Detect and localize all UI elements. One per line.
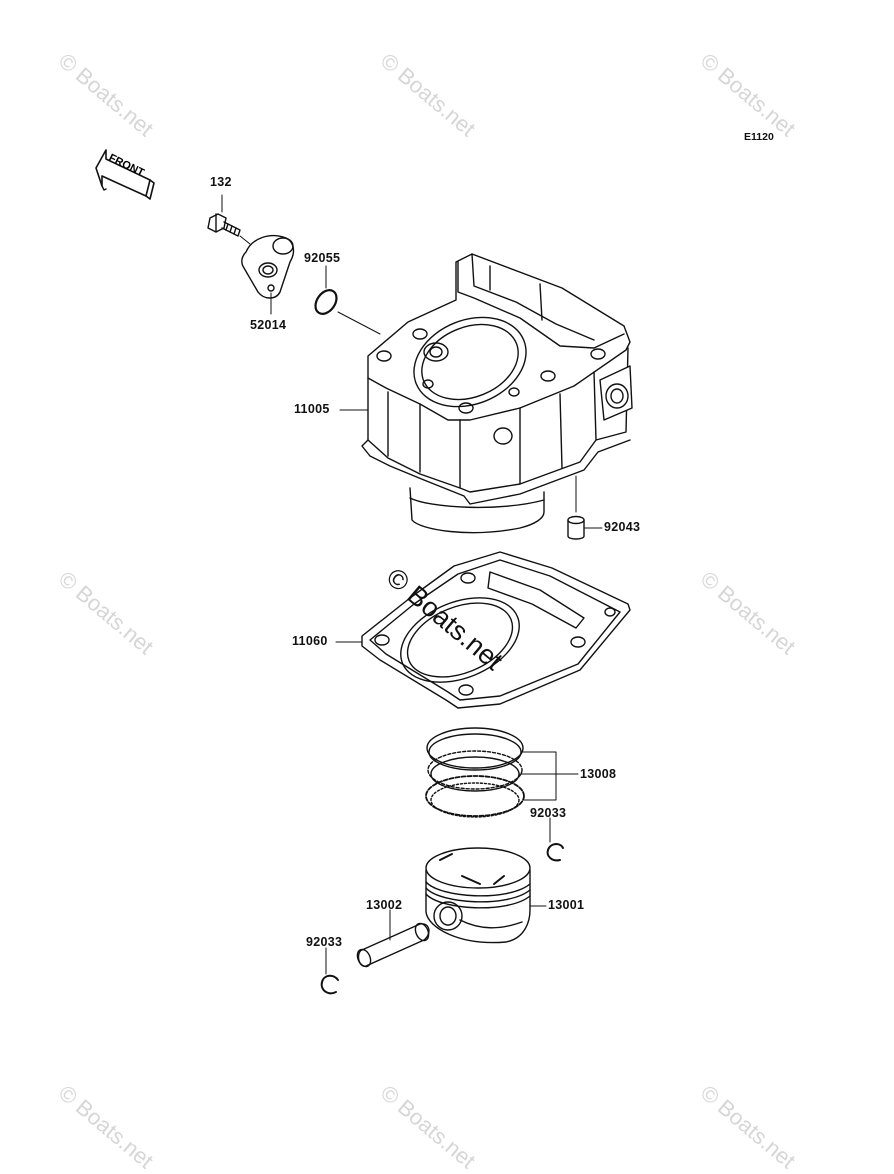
piston-13001[interactable] (425, 847, 547, 944)
water-joint-52014[interactable] (239, 234, 295, 315)
part-label-13002[interactable]: 13002 (366, 898, 403, 912)
front-arrow-icon (95, 149, 155, 200)
o-ring-92055[interactable] (311, 265, 381, 335)
dowel-pin-92043[interactable] (567, 475, 603, 540)
circlip-92033-right[interactable] (546, 817, 564, 862)
part-label-92055[interactable]: 92055 (304, 251, 341, 265)
piston-pin-13002[interactable] (355, 909, 431, 969)
piston-ring-set-13008[interactable] (425, 727, 579, 818)
diagram-code: E1120 (744, 131, 774, 143)
part-label-92043[interactable]: 92043 (604, 520, 641, 534)
cylinder-11005[interactable] (339, 253, 633, 534)
part-label-13008[interactable]: 13008 (580, 767, 617, 781)
part-label-11005[interactable]: 11005 (294, 402, 330, 416)
gasket-11060[interactable] (335, 551, 631, 709)
part-label-52014[interactable]: 52014 (250, 318, 287, 332)
bolt-132[interactable] (207, 194, 241, 237)
part-label-92033-left[interactable]: 92033 (306, 935, 343, 949)
part-label-11060[interactable]: 11060 (292, 634, 328, 648)
part-label-132[interactable]: 132 (210, 175, 232, 189)
circlip-92033-left[interactable] (320, 947, 339, 995)
part-label-13001[interactable]: 13001 (548, 898, 585, 912)
part-label-92033-right[interactable]: 92033 (530, 806, 567, 820)
